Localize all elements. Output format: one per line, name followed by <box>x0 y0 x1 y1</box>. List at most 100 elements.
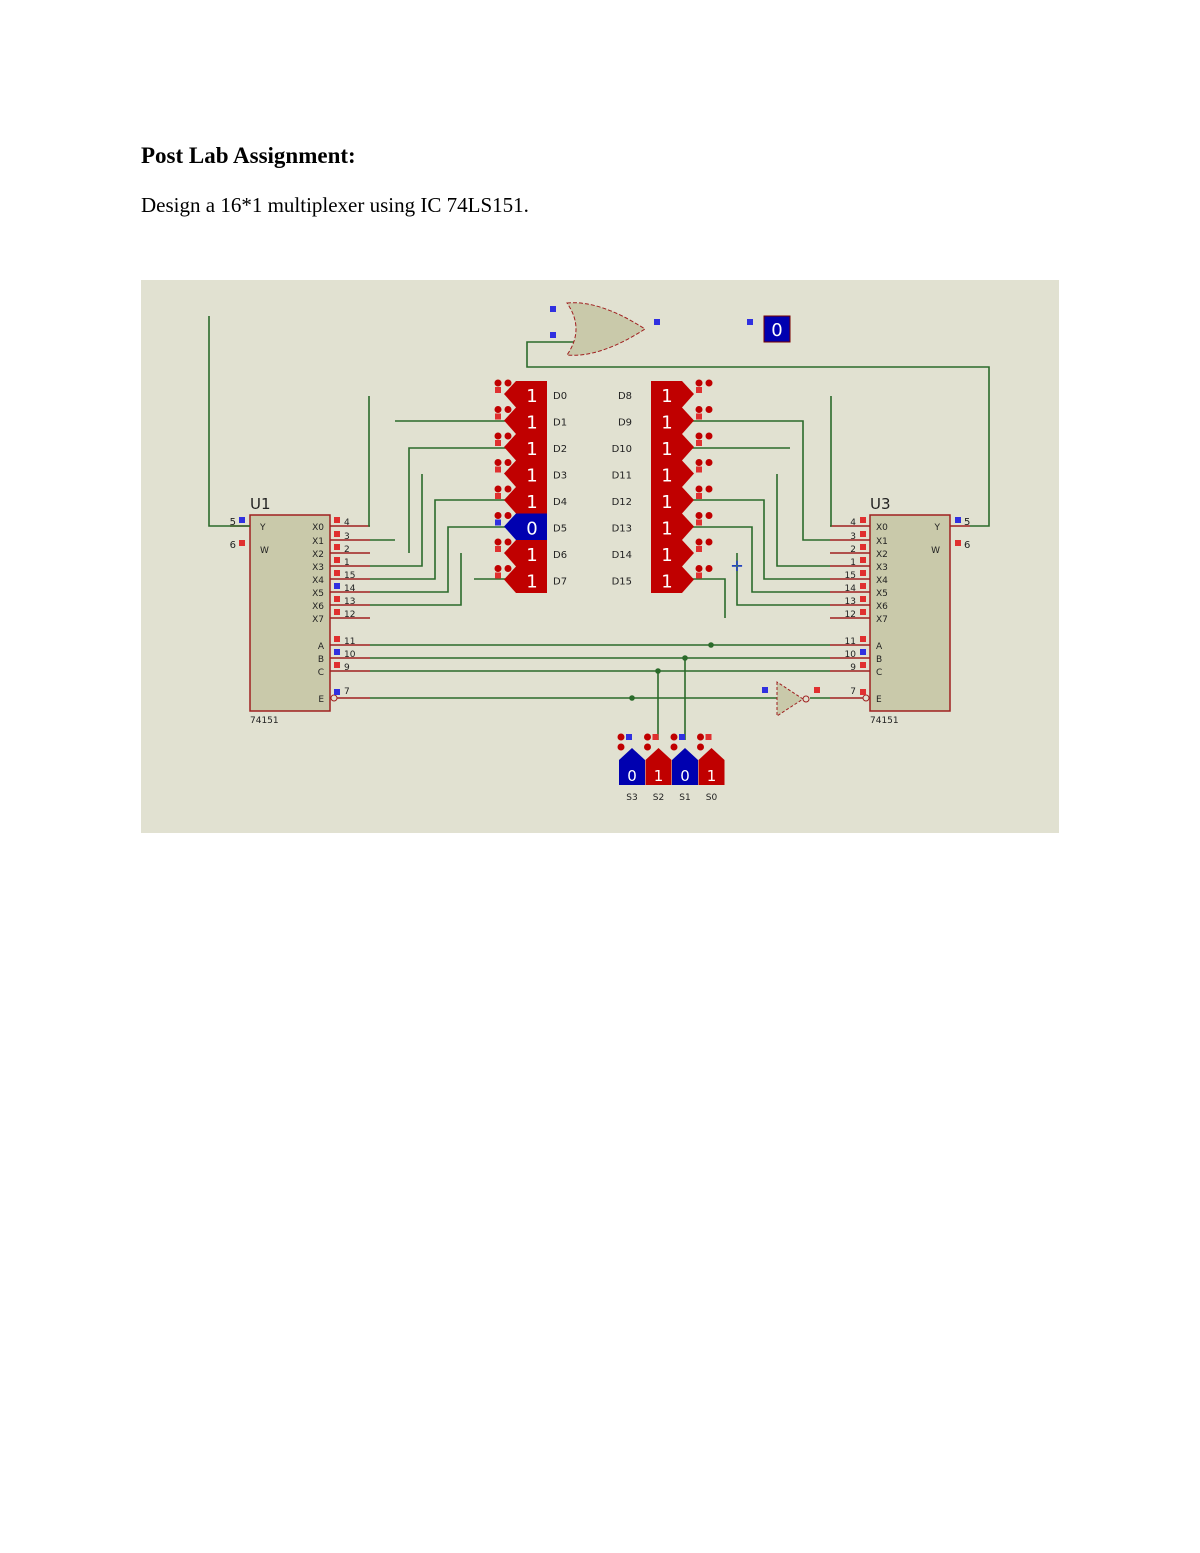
logic-toggle-d9[interactable] <box>651 407 694 435</box>
pin-state-marker <box>495 466 501 473</box>
logic-toggle-d2[interactable] <box>504 434 547 461</box>
pin-name: C <box>318 668 324 678</box>
wire <box>368 396 370 527</box>
toggle-arrow-icon <box>705 406 713 413</box>
pin-state-marker <box>696 572 702 579</box>
pin-state-marker <box>696 519 702 526</box>
wire <box>526 341 990 527</box>
select-switch-label: S3 <box>626 793 637 803</box>
switch-arrow-icon <box>617 743 625 751</box>
logic-toggle-d1[interactable] <box>504 407 547 435</box>
logic-toggle-d7[interactable] <box>504 566 547 594</box>
switch-arrow-icon <box>697 743 704 751</box>
pin-state-marker <box>762 687 768 693</box>
pin-state-marker <box>495 440 501 446</box>
chip-ref-label: U1 <box>250 495 271 513</box>
select-switch-label: S2 <box>653 793 664 803</box>
toggle-arrow-icon <box>494 538 502 546</box>
pin-number: 5 <box>964 517 970 528</box>
wire <box>408 447 516 553</box>
toggle-arrow-icon <box>695 432 703 440</box>
logic-toggle-d14[interactable] <box>651 540 694 567</box>
toggle-arrow-icon <box>494 459 502 466</box>
pin-state-marker <box>860 544 866 550</box>
toggle-arrow-icon <box>504 459 512 466</box>
toggle-arrow-icon <box>695 512 703 519</box>
pin-number: 1 <box>850 558 856 568</box>
toggle-arrow-icon <box>695 379 703 387</box>
pin-name: Y <box>259 523 266 533</box>
junction-dot <box>708 642 714 648</box>
select-switch-label: S1 <box>679 793 690 803</box>
pin-number: 15 <box>344 571 355 581</box>
toggle-arrow-icon <box>705 565 713 572</box>
logic-toggle-label: D9 <box>618 418 632 429</box>
logic-toggle-value: 1 <box>661 413 672 434</box>
logic-toggle-d13[interactable] <box>651 513 694 541</box>
junction-dot <box>629 695 635 701</box>
inversion-bubble <box>330 694 338 702</box>
pin-number: 3 <box>344 532 350 542</box>
pin-name: B <box>876 655 882 665</box>
pin-state-marker <box>860 557 866 563</box>
toggle-arrow-icon <box>695 538 703 546</box>
select-switch-value: 1 <box>707 767 717 785</box>
pin-state-marker <box>334 649 340 655</box>
pin-state-marker <box>747 319 753 325</box>
logic-toggle-d8[interactable] <box>651 381 694 408</box>
pin-number: 4 <box>344 518 350 528</box>
pin-name: X0 <box>876 523 888 533</box>
logic-toggle-d12[interactable] <box>651 487 694 514</box>
logic-toggle-d15[interactable] <box>651 566 694 594</box>
pin-state-marker <box>239 517 245 523</box>
pin-name: X2 <box>312 550 324 560</box>
logic-toggle-value: 0 <box>526 519 537 540</box>
pin-state-marker <box>860 517 866 523</box>
toggle-arrow-icon <box>504 565 512 572</box>
select-switch-s2[interactable] <box>645 748 672 785</box>
wire <box>370 474 423 567</box>
pin-name: B <box>318 655 324 665</box>
switch-arrow-icon <box>644 743 651 751</box>
pin-state-marker <box>696 493 702 499</box>
pin-name: X7 <box>312 615 324 625</box>
logic-toggle-d3[interactable] <box>504 460 547 488</box>
pin-state-marker <box>334 689 340 695</box>
toggle-arrow-icon <box>504 485 512 493</box>
select-switch-s1[interactable] <box>672 748 698 785</box>
logic-toggle-value: 1 <box>661 492 672 513</box>
logic-toggle-d11[interactable] <box>651 460 694 488</box>
logic-toggle-label: D7 <box>553 577 567 588</box>
toggle-arrow-icon <box>695 406 703 413</box>
logic-toggle-label: D4 <box>553 497 567 508</box>
pin-number: 2 <box>850 545 856 555</box>
toggle-arrow-icon <box>705 379 713 387</box>
logic-toggle-d4[interactable] <box>504 487 547 514</box>
switch-arrow-icon <box>697 733 704 741</box>
inversion-bubble <box>862 694 870 702</box>
logic-toggle-d5[interactable] <box>504 513 547 541</box>
wire <box>683 420 830 541</box>
toggle-arrow-icon <box>504 512 512 519</box>
logic-toggle-d0[interactable] <box>504 381 547 408</box>
logic-toggle-label: D6 <box>553 550 567 561</box>
logic-toggle-value: 1 <box>526 492 537 513</box>
inversion-bubble <box>802 695 810 703</box>
crosshair-cursor-icon: ✛ <box>731 559 743 575</box>
toggle-arrow-icon <box>705 485 713 493</box>
pin-state-marker <box>334 596 340 602</box>
pin-name: X1 <box>312 537 324 547</box>
chip-ref-label: U3 <box>870 495 891 513</box>
pin-name: X4 <box>312 576 324 586</box>
pin-name: X2 <box>876 550 888 560</box>
select-switch-s3[interactable] <box>619 748 645 785</box>
toggle-arrow-icon <box>494 406 502 413</box>
pin-number: 11 <box>845 637 856 647</box>
select-switch-s0[interactable] <box>698 748 725 785</box>
logic-toggle-label: D0 <box>553 391 567 402</box>
logic-toggle-d6[interactable] <box>504 540 547 567</box>
logic-toggle-d10[interactable] <box>651 434 694 461</box>
pin-number: 6 <box>230 540 236 551</box>
